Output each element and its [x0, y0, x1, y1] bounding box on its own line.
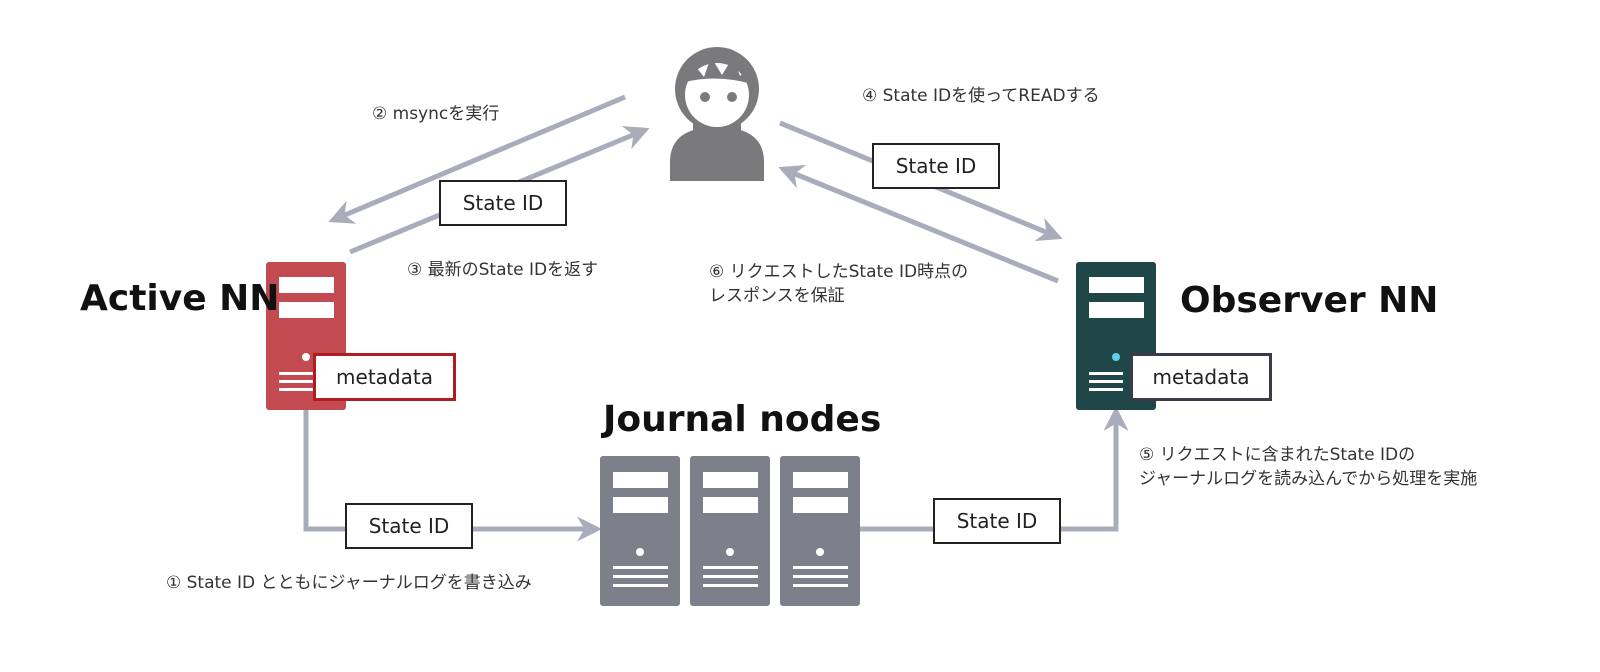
- arrow-msync: [328, 94, 626, 224]
- arrow-active-to-journal: [303, 410, 602, 542]
- step-4-label: ④ State IDを使ってREADする: [862, 86, 1100, 106]
- active-metadata-box: metadata: [313, 353, 456, 401]
- active-nn-title: Active NN: [80, 278, 280, 319]
- step-5-line-2: ジャーナルログを読み込んでから処理を実施: [1139, 469, 1478, 489]
- step-6-line-2: レスポンスを保証: [709, 286, 845, 306]
- step-6-label: ⑥ リクエストしたState ID時点の レスポンスを保証: [709, 260, 968, 308]
- step-3-label: ③ 最新のState IDを返す: [407, 260, 599, 280]
- state-id-box-journal-observer: State ID: [933, 498, 1061, 544]
- step-1-label: ① State ID とともにジャーナルログを書き込み: [166, 573, 532, 593]
- state-id-box-active-user: State ID: [439, 180, 567, 226]
- user-icon: [670, 47, 764, 181]
- journal-node-3: [780, 456, 860, 606]
- state-id-box-active-journal: State ID: [345, 503, 473, 549]
- step-5-label: ⑤ リクエストに含まれたState IDの ジャーナルログを読み込んでから処理を…: [1139, 443, 1477, 491]
- arrow-response-to-user: [778, 164, 1059, 284]
- step-2-label: ② msyncを実行: [372, 104, 500, 124]
- observer-nn-title: Observer NN: [1180, 280, 1439, 321]
- journal-nodes-title: Journal nodes: [603, 399, 882, 440]
- journal-node-2: [690, 456, 770, 606]
- step-6-line-1: ⑥ リクエストしたState ID時点の: [709, 262, 969, 282]
- step-5-line-1: ⑤ リクエストに含まれたState IDの: [1139, 445, 1416, 465]
- observer-metadata-box: metadata: [1130, 353, 1272, 401]
- state-id-box-user-observer: State ID: [872, 143, 1000, 189]
- journal-node-1: [600, 456, 680, 606]
